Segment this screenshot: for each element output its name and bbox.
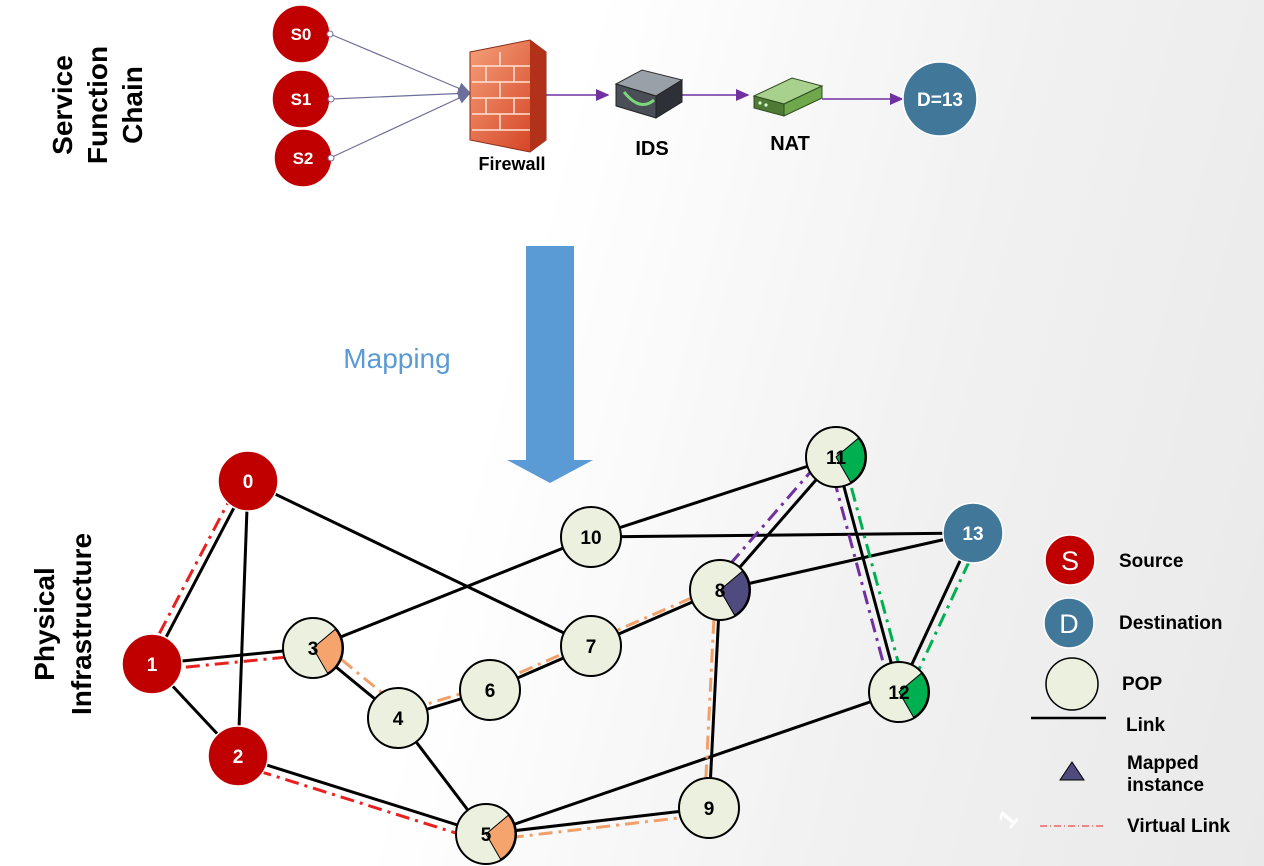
link-3-10 — [312, 535, 592, 650]
link-9-5 — [485, 806, 710, 836]
node-12: 12 — [868, 661, 930, 723]
physical-title: Physical Infrastructure — [29, 533, 97, 715]
link-11-12 — [834, 456, 901, 693]
legend-virtual-link: Virtual Link — [1040, 816, 1231, 837]
link-5-12 — [485, 690, 900, 836]
firewall-icon — [469, 39, 547, 153]
node-1: 1 — [121, 633, 183, 695]
node-10: 10 — [560, 506, 622, 568]
mapped-instance-icon — [485, 814, 516, 860]
watermark-glyph: 1 — [992, 803, 1024, 833]
legend-pop-label: POP — [1122, 674, 1162, 695]
sfc-destination-label: D=13 — [917, 90, 963, 111]
firewall-label: Firewall — [478, 154, 545, 174]
mapped-instance-icon — [1059, 761, 1085, 781]
virtual-link-1-0 — [144, 475, 244, 660]
link-10-11 — [590, 455, 837, 539]
legend-source-letter: S — [1061, 546, 1079, 576]
legend-mapped-instance: Mapped instance — [1059, 753, 1204, 796]
legend-destination: D Destination — [1043, 597, 1222, 649]
legend-destination-label: Destination — [1119, 613, 1222, 634]
mapped-instance-icon — [898, 672, 929, 718]
legend-destination-letter: D — [1059, 609, 1079, 639]
sfc-source-s0: S0 — [271, 4, 334, 64]
legend-pop: POP — [1045, 657, 1162, 711]
node-1-label: 1 — [147, 655, 158, 676]
node-6: 6 — [459, 659, 521, 721]
mapping-arrow — [507, 246, 593, 483]
sfc-title: Service Function Chain — [47, 46, 148, 164]
mapped-instance-icon — [719, 570, 750, 616]
node-11-label: 11 — [826, 448, 847, 469]
node-13: 13 — [942, 502, 1004, 564]
sfc-source-label: S1 — [291, 90, 312, 109]
link-0-2 — [236, 480, 250, 757]
node-4-label: 4 — [393, 709, 404, 730]
node-8-label: 8 — [715, 581, 726, 602]
sfc-source-label: S0 — [291, 25, 312, 44]
link-10-13 — [590, 531, 974, 539]
node-10-label: 10 — [580, 528, 601, 549]
sfc-title-line-2: Function — [82, 46, 113, 164]
legend-source: S Source — [1044, 534, 1183, 586]
s2-to-firewall — [329, 92, 472, 159]
node-7-label: 7 — [586, 637, 597, 658]
physical-title-line-1: Physical — [29, 567, 60, 681]
mapped-instance-icon — [835, 437, 866, 483]
node-9: 9 — [678, 777, 740, 839]
ids-label: IDS — [635, 138, 668, 160]
node-9-label: 9 — [704, 799, 715, 820]
virtual-link-3-4-6-7-8 — [318, 581, 727, 713]
legend-link: Link — [1031, 715, 1165, 736]
virtual-link-1-3 — [156, 652, 319, 672]
node-0: 0 — [217, 450, 279, 512]
sfc-source-s1: S1 — [271, 69, 335, 129]
nat-icon — [752, 77, 824, 117]
sfc-destination: D=13 — [902, 61, 978, 137]
node-3-label: 3 — [308, 639, 319, 660]
ids-icon — [614, 69, 684, 119]
node-8: 8 — [689, 559, 751, 621]
legend: S Source D Destination POP Link Mapped i… — [1031, 534, 1231, 837]
node-0-label: 0 — [243, 472, 254, 493]
virtual-link-2-5 — [229, 760, 479, 842]
node-11: 11 — [805, 426, 867, 488]
link-2-5 — [237, 754, 487, 836]
mapping-label: Mapping — [343, 343, 450, 374]
node-7: 7 — [560, 615, 622, 677]
link-8-13 — [719, 531, 974, 592]
sfc-title-line-1: Service — [47, 55, 78, 155]
sfc-source-label: S2 — [293, 149, 314, 168]
legend-link-label: Link — [1126, 715, 1165, 736]
node-5-label: 5 — [481, 825, 492, 846]
nat-label: NAT — [770, 133, 810, 155]
node-2-label: 2 — [233, 747, 244, 768]
sfc-title-line-3: Chain — [117, 66, 148, 144]
node-13-label: 13 — [962, 524, 983, 545]
legend-source-label: Source — [1119, 551, 1183, 572]
node-3: 3 — [282, 617, 344, 679]
node-4: 4 — [367, 687, 429, 749]
legend-mapped-line-2: instance — [1127, 775, 1204, 796]
node-6-label: 6 — [485, 681, 496, 702]
link-0-7 — [247, 479, 592, 648]
s1-to-firewall — [330, 87, 472, 100]
node-5: 5 — [455, 803, 517, 865]
node-2: 2 — [207, 725, 269, 787]
physical-title-line-2: Infrastructure — [66, 533, 97, 715]
s0-to-firewall — [329, 33, 472, 94]
link-8-9 — [707, 589, 722, 809]
sfc-source-s2: S2 — [273, 128, 335, 188]
link-0-1 — [150, 480, 250, 665]
legend-mapped-line-1: Mapped — [1127, 753, 1199, 774]
sfc-connectors — [329, 33, 472, 159]
node-12-label: 12 — [888, 683, 909, 704]
mapped-instance-icon — [312, 628, 343, 674]
sfc-chain-links — [545, 89, 904, 105]
legend-virtual-link-label: Virtual Link — [1127, 816, 1231, 837]
